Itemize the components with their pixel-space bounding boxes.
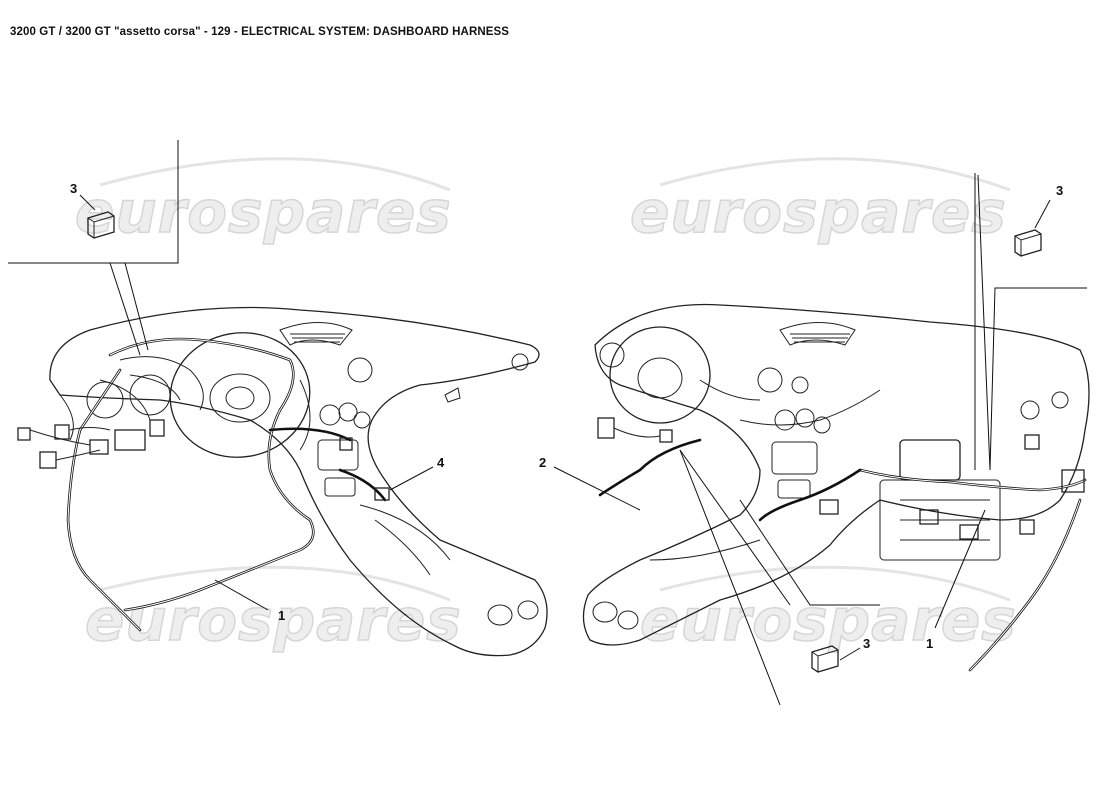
watermark-group: eurospares eurospares eurospares eurospa… xyxy=(74,157,1017,655)
left-dashboard-drawing xyxy=(17,306,548,657)
page-title: 3200 GT / 3200 GT "assetto corsa" - 129 … xyxy=(10,26,510,38)
callout-labels: 3 4 1 2 3 3 1 xyxy=(70,181,1063,651)
relay-icon-left xyxy=(87,211,115,239)
callout-3-right-top: 3 xyxy=(1056,183,1063,198)
callout-1-right: 1 xyxy=(926,636,933,651)
right-dashboard-drawing xyxy=(582,303,1090,672)
callout-4: 4 xyxy=(437,455,445,470)
watermark-bottom-right: eurospares xyxy=(640,586,1017,654)
relay-icon-right-bottom xyxy=(811,645,839,673)
callout-3-left: 3 xyxy=(70,181,77,196)
watermark-bottom-left: eurospares xyxy=(85,586,462,654)
leader-lines xyxy=(8,140,1087,706)
callout-3-right-bottom: 3 xyxy=(863,636,870,651)
callout-1-left: 1 xyxy=(278,608,285,623)
watermark-top-left: eurospares xyxy=(75,178,452,246)
relay-icon-right-top xyxy=(1014,229,1042,257)
relay-part-icons xyxy=(87,211,1042,673)
watermark-top-right: eurospares xyxy=(630,178,1007,246)
callout-2: 2 xyxy=(539,455,546,470)
